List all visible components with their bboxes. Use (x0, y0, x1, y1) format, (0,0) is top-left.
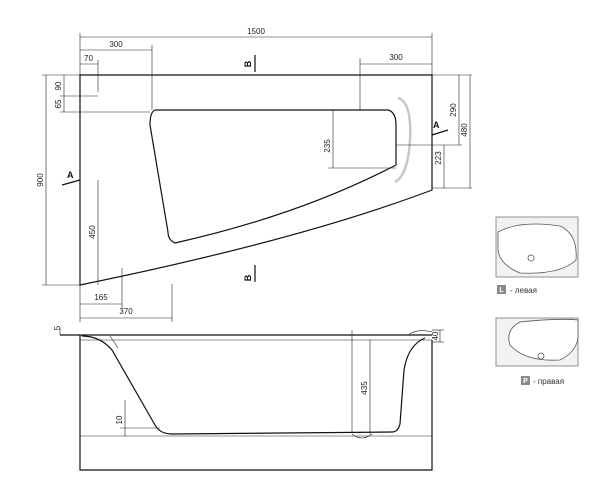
dim-300-left: 300 (109, 40, 123, 49)
dim-235: 235 (323, 139, 332, 153)
thumb-right-drain (537, 352, 545, 360)
dim-165: 165 (94, 293, 108, 302)
dim-40: 40 (431, 331, 440, 340)
dim-480: 480 (460, 123, 469, 137)
tub-outline-plan (79, 74, 433, 286)
dim-435: 435 (360, 381, 369, 395)
legend-left-version: L - левая (495, 216, 579, 295)
badge-right (521, 376, 530, 385)
thumb-left-basin (497, 223, 577, 274)
dim-10: 10 (115, 415, 124, 424)
plan-view: 1500 300 70 300 B B A A 900 90 65 (36, 27, 472, 322)
dim-90: 90 (54, 81, 63, 90)
basin-profile (81, 335, 426, 435)
legend-right-version: P - правая (495, 317, 579, 386)
section-a-label-right: A (433, 120, 440, 130)
dim-5: 5 (53, 325, 62, 330)
dim-223: 223 (434, 151, 443, 165)
drain-outline (351, 433, 373, 439)
section-b-label-bottom: B (243, 274, 253, 281)
section-a-label-left: A (67, 170, 74, 180)
tub-section-outline (79, 335, 433, 471)
inner-basin-outline (149, 109, 397, 244)
wall-hint (109, 335, 119, 349)
section-view: 5 40 435 10 (53, 325, 444, 471)
section-a-marker-left (61, 179, 81, 186)
legend-left-text: - левая (510, 286, 537, 295)
dim-70: 70 (84, 54, 93, 63)
dim-450: 450 (88, 225, 97, 239)
badge-left-letter: L (499, 287, 504, 294)
dim-900: 900 (36, 173, 45, 187)
badge-left (497, 285, 506, 294)
thumb-right-basin (508, 318, 579, 361)
dim-300-right: 300 (389, 53, 403, 62)
dim-65: 65 (54, 99, 63, 108)
dim-290: 290 (449, 103, 458, 117)
dim-370: 370 (119, 307, 133, 316)
section-b-label-top: B (243, 60, 253, 67)
thumb-left-drain (527, 254, 535, 262)
section-a-marker-right (431, 129, 449, 136)
rim-edge (407, 330, 433, 336)
dim-1500: 1500 (247, 27, 265, 36)
legend-right-text: - правая (533, 377, 564, 386)
badge-right-letter: P (523, 378, 528, 385)
rim-highlight (394, 96, 412, 184)
